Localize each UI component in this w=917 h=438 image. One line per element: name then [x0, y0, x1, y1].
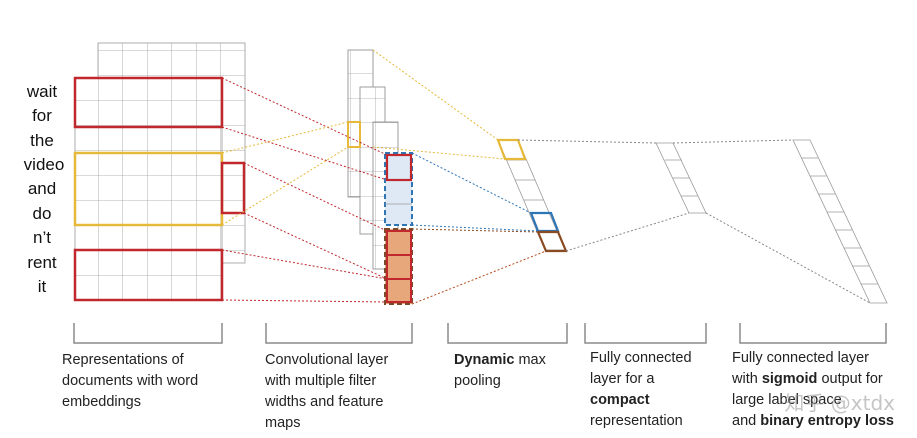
word: it [38, 277, 47, 296]
word: for [32, 106, 52, 125]
word: video [24, 155, 65, 174]
word: wait [26, 82, 58, 101]
caption-embeddings: Representations of documents with word e… [62, 352, 199, 410]
connectors-fc-to-output [672, 139, 871, 304]
connectors-conv-to-pooling [372, 49, 547, 305]
watermark: 知乎 @xtdx [784, 391, 895, 415]
window-red-top [73, 76, 224, 129]
word-list: wait for the video and do n’t rent it [24, 82, 65, 296]
word: rent [27, 253, 57, 272]
window-red-bottom [73, 248, 224, 302]
word: the [30, 131, 54, 150]
pooled-vector [496, 138, 568, 253]
feature-map-blue [384, 152, 413, 226]
caption-fc-compact: Fully connected layer for a compact repr… [590, 350, 692, 429]
caption-pooling: Dynamic max pooling [454, 352, 546, 389]
caption-convolution: Convolutional layer with multiple filter… [265, 352, 389, 431]
feature-map-orange [384, 228, 413, 305]
section-brackets [73, 323, 887, 344]
word: do [33, 204, 52, 223]
word: and [28, 179, 56, 198]
connectors-embedding-to-conv [221, 77, 388, 303]
embedding-grid-front [74, 77, 223, 301]
fc-output-layer [792, 139, 888, 304]
feature-maps [347, 49, 413, 305]
window-red-side [220, 161, 246, 215]
word: n’t [33, 228, 51, 247]
connectors-pooling-to-fc [517, 139, 690, 252]
fc-compact-layer [655, 142, 707, 214]
caption-fc-output: Fully connected layer with sigmoid outpu… [732, 350, 894, 429]
